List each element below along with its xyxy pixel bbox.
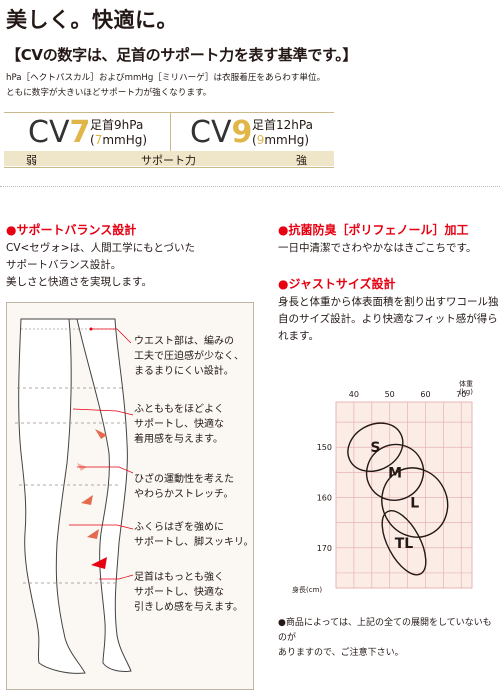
cv7-paren-open: (	[90, 133, 95, 147]
cv9-number: 9	[231, 115, 253, 150]
cv7-badge: CV7	[28, 115, 90, 150]
callout-waist-line-3: まるまりにくい設計。	[134, 366, 234, 377]
callout-ankle-line-1: 足首はもっとも強く	[134, 572, 224, 583]
callout-calf: ふくらはぎを強めに サポートし、脚スッキリ。	[134, 520, 254, 550]
size-region-m	[365, 443, 425, 501]
x-tick-label: 40	[349, 390, 359, 399]
footnote-line-2: ありますので、ご注意下さい。	[278, 648, 404, 658]
support-label: サポート力	[141, 154, 196, 167]
callout-knee: ひざの運動性を考えた やわらかストレッチ。	[134, 472, 234, 502]
cv7-hpa: 足首9hPa	[90, 118, 144, 132]
size-region-s	[347, 422, 404, 473]
unit-note-line-1: hPa［ヘクトパスカル］およびmmHg［ミリハーゲ］は衣服着圧をあらわす単位。	[6, 73, 326, 83]
callout-thigh-line-2: サポートし、快適な	[134, 419, 224, 430]
footnote: ●商品によっては、上記の全ての展開をしていないものが ありますので、ご注意下さい…	[278, 616, 500, 661]
cv9-label: 足首12hPa (9mmHg)	[252, 118, 313, 148]
callout-thigh-line-1: ふとももをほどよく	[134, 404, 224, 415]
callout-calf-line-2: サポートし、脚スッキリ。	[134, 537, 254, 548]
balance-design-title: ●サポートバランス設計	[6, 223, 137, 237]
antibacterial-text: 一日中清潔でさわやかなはきごこちです。	[278, 242, 477, 254]
just-size-title: ●ジャストサイズ設計	[278, 277, 396, 291]
callout-calf-line-1: ふくらはぎを強めに	[134, 522, 224, 533]
just-size-line-1: 身長と体重から体表面積を割り出すワコール独	[278, 296, 499, 308]
balance-line-3: 美しさと快適さを実現します。	[6, 276, 152, 288]
y-tick-label: 160	[317, 494, 332, 503]
y-tick-label: 170	[317, 544, 332, 553]
size-region-tl	[381, 510, 427, 576]
section-divider	[0, 186, 500, 187]
legs-illustration	[15, 318, 134, 674]
cv-divider	[170, 112, 171, 166]
chart-plot-area	[335, 401, 473, 589]
callout-ankle: 足首はもっとも強く サポートし、快適な 引きしめ感を与えます。	[134, 570, 243, 615]
callout-waist-line-2: 工夫で圧迫感が少なく、	[134, 351, 244, 362]
cv7-label: 足首9hPa (7mmHg)	[90, 118, 147, 148]
callout-waist: ウエスト部は、編みの 工夫で圧迫感が少なく、 まるまりにくい設計。	[134, 334, 244, 379]
just-size-text: 身長と体重から体表面積を割り出すワコール独 自のサイズ設計。より快適なフィット感…	[278, 294, 499, 345]
balance-design-text: CV<セヴォ>は、人間工学にもとづいた サポートバランス設計。 美しさと快適さを…	[6, 240, 195, 291]
legwear-figure	[6, 302, 254, 690]
x-axis-label: 体重	[459, 379, 473, 388]
page-title: 美しく。快適に。	[6, 7, 178, 32]
callout-ankle-line-2: サポートし、快適な	[134, 587, 224, 598]
x-tick-label: 70	[456, 390, 466, 399]
cv9-word: CV	[190, 115, 232, 150]
cv7-word: CV	[28, 115, 70, 150]
y-tick-label: 150	[317, 443, 332, 452]
cv9-mmhg-unit: mmHg)	[264, 133, 310, 147]
x-tick-label: 60	[420, 390, 430, 399]
cv7-number: 7	[69, 115, 91, 150]
callout-thigh: ふとももをほどよく サポートし、快適な 着用感を与えます。	[134, 402, 224, 447]
cv-heading: 【CVの数字は、足首のサポート力を表す基準です。】	[6, 46, 358, 64]
support-strong: 強	[296, 154, 307, 167]
callout-thigh-line-3: 着用感を与えます。	[134, 434, 223, 445]
antibacterial-title: ●抗菌防臭［ポリフェノール］加工	[278, 223, 469, 237]
size-label-l: L	[410, 496, 419, 512]
balance-line-1: CV<セヴォ>は、人間工学にもとづいた	[6, 242, 195, 254]
just-size-line-2: 自のサイズ設計。より快適なフィット感が得ら	[278, 313, 498, 325]
size-region-l	[381, 467, 449, 538]
cv7-mmhg-value: 7	[94, 133, 103, 147]
cv9-paren-open: (	[252, 133, 257, 147]
size-label-s: S	[370, 440, 380, 456]
callout-knee-line-2: やわらかストレッチ。	[134, 489, 234, 500]
cv7-mmhg: (7mmHg)	[90, 133, 147, 148]
y-axis-label: 身長(cm)	[292, 585, 322, 594]
support-weak: 弱	[26, 154, 37, 167]
unit-note-line-2: ともに数字が大きいほどサポート力が強くなります。	[6, 88, 212, 98]
size-label-tl: TL	[395, 536, 414, 552]
callout-knee-line-1: ひざの運動性を考えた	[134, 474, 234, 485]
cv-panel	[4, 112, 334, 168]
footnote-line-1: ●商品によっては、上記の全ての展開をしていないものが	[278, 618, 492, 643]
callout-ankle-line-3: 引きしめ感を与えます。	[134, 602, 243, 613]
balance-line-2: サポートバランス設計。	[6, 259, 122, 271]
support-bar: 弱 サポート力 強	[4, 151, 334, 167]
callout-waist-line-1: ウエスト部は、編みの	[134, 336, 234, 347]
cv9-badge: CV9	[190, 115, 252, 150]
cv9-hpa: 足首12hPa	[252, 118, 313, 132]
cv7-mmhg-unit: mmHg)	[102, 133, 148, 147]
cv9-mmhg-value: 9	[256, 133, 265, 147]
x-tick-label: 50	[385, 390, 395, 399]
x-axis-unit: (kg)	[459, 388, 473, 396]
pressure-arrow-thigh	[95, 429, 107, 439]
cv9-mmhg: (9mmHg)	[252, 133, 313, 148]
just-size-line-3: れます。	[278, 330, 319, 342]
